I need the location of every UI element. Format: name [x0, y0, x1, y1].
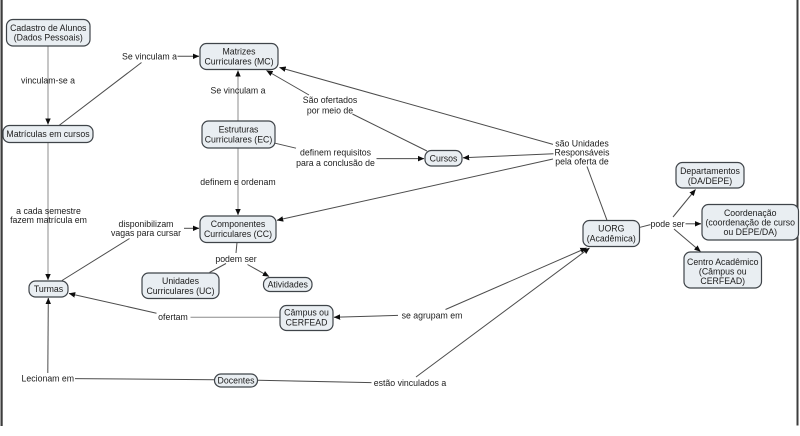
svg-text:pela oferta de: pela oferta de — [555, 157, 609, 167]
svg-text:UORG: UORG — [598, 224, 624, 234]
svg-text:Estruturas: Estruturas — [219, 125, 259, 135]
svg-text:Docentes: Docentes — [218, 376, 256, 386]
svg-text:disponibilizam: disponibilizam — [119, 219, 174, 229]
svg-text:Curriculares (MC): Curriculares (MC) — [204, 57, 273, 67]
svg-text:Matrículas em cursos: Matrículas em cursos — [6, 129, 90, 139]
svg-text:vagas para cursar: vagas para cursar — [111, 228, 181, 238]
svg-text:Centro Acadêmico: Centro Acadêmico — [687, 257, 759, 267]
svg-text:vinculam-se a: vinculam-se a — [21, 76, 75, 86]
svg-text:(Câmpus ou: (Câmpus ou — [699, 267, 747, 277]
svg-text:a cada semestre: a cada semestre — [16, 206, 81, 216]
svg-text:Curriculares (EC): Curriculares (EC) — [205, 135, 273, 145]
svg-text:Câmpus ou: Câmpus ou — [284, 308, 329, 318]
svg-text:definem e ordenam: definem e ordenam — [200, 177, 275, 187]
svg-text:Matrizes: Matrizes — [222, 47, 256, 57]
svg-text:CERFEAD): CERFEAD) — [700, 276, 745, 286]
svg-text:(coordenação de curso: (coordenação de curso — [706, 218, 796, 228]
svg-text:fazem matrícula em: fazem matrícula em — [10, 215, 87, 225]
svg-text:Coordenação: Coordenação — [724, 208, 777, 218]
svg-text:ofertam: ofertam — [158, 312, 188, 322]
svg-text:Curriculares (UC): Curriculares (UC) — [146, 286, 214, 296]
svg-text:estão vinculados a: estão vinculados a — [374, 378, 447, 388]
svg-text:CERFEAD: CERFEAD — [286, 318, 328, 328]
svg-text:Cadastro de Alunos: Cadastro de Alunos — [10, 23, 87, 33]
svg-text:se agrupam em: se agrupam em — [402, 311, 463, 321]
svg-text:Lecionam em: Lecionam em — [22, 374, 75, 384]
svg-text:Se vinculam a: Se vinculam a — [122, 52, 177, 62]
svg-text:Departamentos: Departamentos — [680, 166, 740, 176]
svg-text:Curriculares (CC): Curriculares (CC) — [204, 229, 272, 239]
svg-text:Se vinculam a: Se vinculam a — [211, 86, 266, 96]
svg-text:Turmas: Turmas — [34, 284, 64, 294]
svg-text:para a conclusão de: para a conclusão de — [296, 158, 375, 168]
svg-text:definem requisitos: definem requisitos — [300, 148, 372, 158]
svg-text:Responsáveis: Responsáveis — [555, 148, 611, 158]
svg-text:(Dados Pessoais): (Dados Pessoais) — [14, 33, 83, 43]
svg-text:(Acadêmica): (Acadêmica) — [587, 234, 636, 244]
svg-text:(DA/DEPE): (DA/DEPE) — [688, 176, 732, 186]
svg-text:São ofertados: São ofertados — [303, 95, 358, 105]
svg-text:pode ser: pode ser — [650, 219, 684, 229]
svg-text:podem ser: podem ser — [215, 254, 256, 264]
svg-text:Componentes: Componentes — [211, 219, 266, 229]
svg-text:por meio de: por meio de — [307, 106, 353, 116]
svg-text:Unidades: Unidades — [162, 276, 200, 286]
svg-text:ou DEPE/DA): ou DEPE/DA) — [724, 227, 778, 237]
svg-text:são Unidades: são Unidades — [555, 138, 609, 148]
svg-text:Cursos: Cursos — [430, 154, 458, 164]
svg-text:Atividades: Atividades — [268, 280, 309, 290]
